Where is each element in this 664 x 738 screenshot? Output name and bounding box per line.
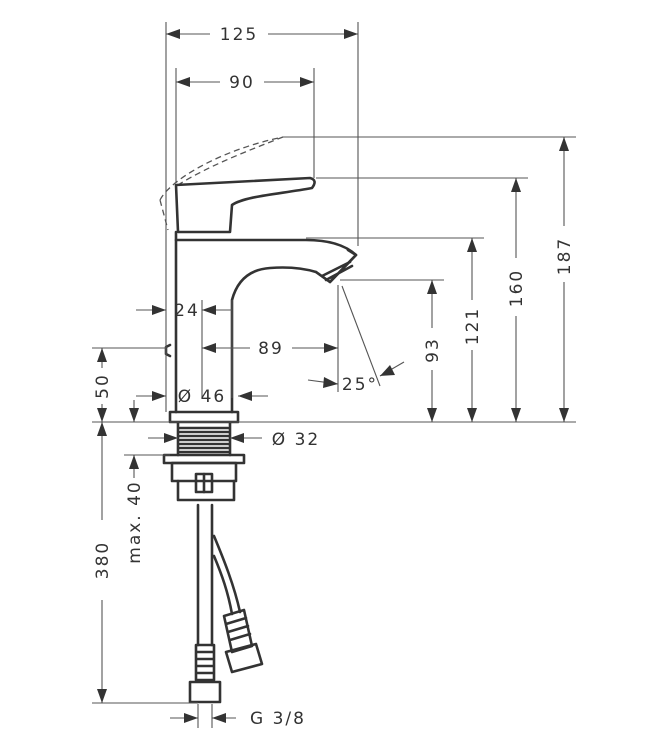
label-lever-height: 160 xyxy=(507,269,527,307)
extension-lines xyxy=(92,22,576,728)
label-hose-length: 380 xyxy=(93,541,113,579)
dimension-labels: 125 90 187 160 121 93 24 89 25° 50 Ø 46 … xyxy=(93,25,575,729)
label-base-height: 50 xyxy=(93,373,113,399)
label-shank-diameter: Ø 32 xyxy=(272,430,320,450)
label-total-height: 187 xyxy=(555,237,575,275)
mounting-assembly xyxy=(162,421,264,704)
lever-handle xyxy=(174,176,316,234)
dimension-lines xyxy=(97,29,569,723)
label-pop-up-offset: 24 xyxy=(174,301,200,321)
spout xyxy=(174,230,358,414)
aerator xyxy=(314,248,358,284)
lever-open-position xyxy=(159,136,284,231)
pop-up-knob xyxy=(164,343,172,358)
label-max-deck-thickness: max. 40 xyxy=(125,480,145,563)
label-connection-thread: G 3/8 xyxy=(250,709,306,729)
threaded-shank xyxy=(176,421,232,457)
supply-hose-main xyxy=(196,503,214,647)
label-overall-width: 125 xyxy=(220,25,258,45)
body-base xyxy=(168,410,240,424)
label-spout-projection: 89 xyxy=(258,339,284,359)
label-outlet-clearance: 93 xyxy=(423,337,443,363)
label-spout-height: 121 xyxy=(463,307,483,345)
nut-detail xyxy=(176,472,236,502)
label-lever-reach: 90 xyxy=(229,73,255,93)
hose-nut-main xyxy=(188,680,222,704)
label-spray-angle: 25° xyxy=(342,375,378,395)
label-body-diameter: Ø 46 xyxy=(178,387,226,407)
hose-nut-secondary xyxy=(224,642,264,674)
hose-ferrule-main xyxy=(194,643,216,682)
supply-hose-secondary xyxy=(212,534,242,616)
